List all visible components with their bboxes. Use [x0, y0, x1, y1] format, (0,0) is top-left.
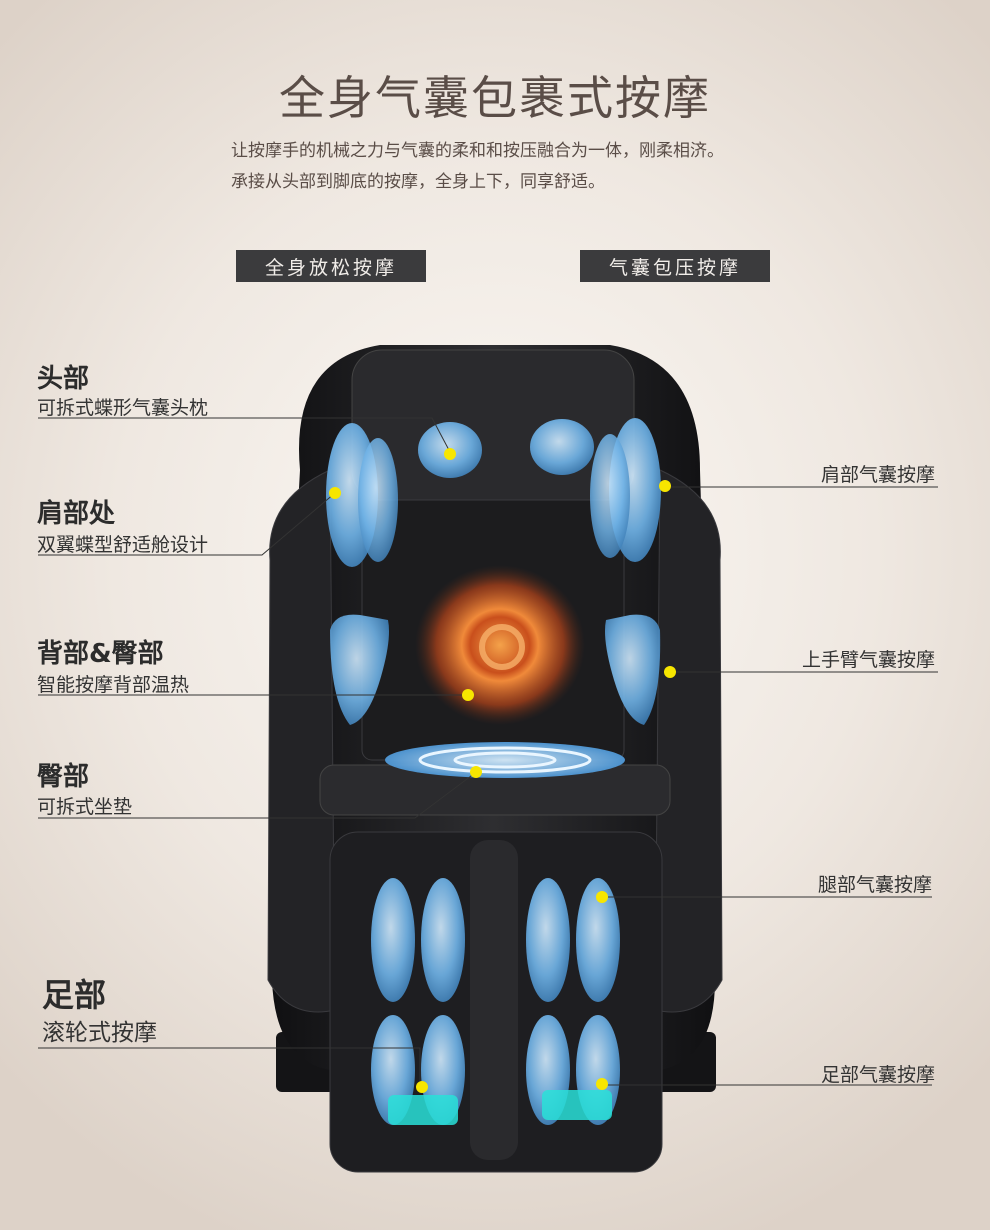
- label-shoulder-desc: 双翼蝶型舒适舱设计: [37, 534, 209, 556]
- label-back-title: 背部&臀部: [37, 639, 164, 669]
- foot-roller-left: [388, 1095, 458, 1125]
- leg-airbag-3: [526, 878, 570, 1002]
- markers: [329, 448, 676, 1093]
- marker-foot-left: [416, 1081, 428, 1093]
- page-title: 全身气囊包裹式按摩: [279, 71, 711, 125]
- marker-leg: [596, 891, 608, 903]
- marker-seat: [470, 766, 482, 778]
- back-heat-glow: [415, 565, 585, 725]
- label-arm-airbag: 上手臂气囊按摩: [801, 649, 935, 671]
- marker-shoulder-left: [329, 487, 341, 499]
- label-foot-airbag: 足部气囊按摩: [820, 1064, 935, 1086]
- label-hip-title: 臀部: [37, 762, 90, 792]
- seat-airbag-ring-1: [418, 746, 592, 774]
- label-head-title: 头部: [37, 364, 90, 394]
- label-hip-desc: 可拆式坐垫: [37, 796, 133, 818]
- tag-airbag-compress: 气囊包压按摩: [580, 250, 770, 282]
- head-airbag-right: [530, 419, 594, 475]
- marker-shoulder-right: [659, 480, 671, 492]
- arm-airbag-right: [605, 614, 661, 725]
- marker-foot-right: [596, 1078, 608, 1090]
- subtitle-line-2: 承接从头部到脚底的按摩，全身上下，同享舒适。: [231, 172, 605, 192]
- seat-airbag-ring-2: [453, 751, 557, 769]
- leg-airbag-2: [421, 878, 465, 1002]
- label-back-desc: 智能按摩背部温热: [37, 674, 190, 696]
- heat-ring: [479, 624, 525, 670]
- leg-airbag-1: [371, 878, 415, 1002]
- left-armrest: [267, 469, 336, 1013]
- label-foot-desc: 滚轮式按摩: [42, 1020, 157, 1046]
- marker-back: [462, 689, 474, 701]
- tag-full-body-relax: 全身放松按摩: [236, 250, 426, 282]
- label-shoulder-title: 肩部处: [37, 499, 116, 529]
- leg-divider: [470, 840, 518, 1160]
- marker-arm: [664, 666, 676, 678]
- label-shoulder-airbag: 肩部气囊按摩: [820, 464, 935, 486]
- marker-head: [444, 448, 456, 460]
- leg-airbag-4: [576, 878, 620, 1002]
- label-head-desc: 可拆式蝶形气囊头枕: [37, 397, 209, 419]
- label-leg-airbag: 腿部气囊按摩: [817, 874, 932, 896]
- leader-lines: [38, 417, 938, 1086]
- shoulder-airbag-right-2: [590, 434, 630, 558]
- right-armrest: [654, 469, 723, 1013]
- arm-airbag-left: [330, 614, 389, 725]
- shoulder-airbag-left-2: [358, 438, 398, 562]
- subtitle-line-1: 让按摩手的机械之力与气囊的柔和和按压融合为一体，刚柔相济。: [231, 141, 724, 161]
- foot-roller-right: [542, 1090, 612, 1120]
- label-foot-title: 足部: [42, 976, 107, 1014]
